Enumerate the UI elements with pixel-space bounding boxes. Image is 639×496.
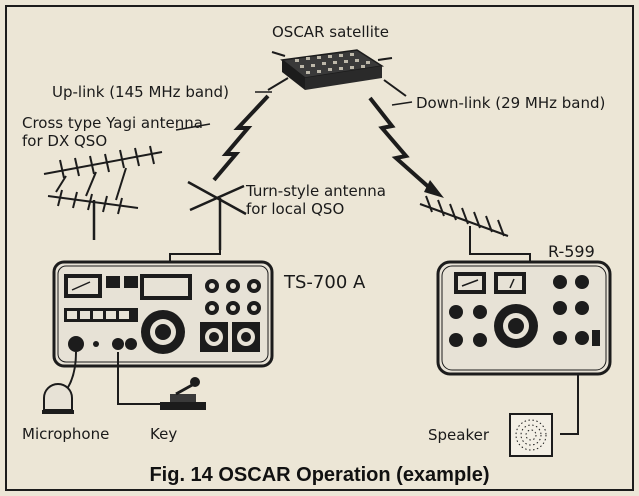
uplink-wave-icon (212, 94, 270, 182)
uplink-label: Up-link (145 MHz band) (52, 83, 229, 101)
downlink-label: Down-link (29 MHz band) (416, 94, 606, 112)
downlink-arrowhead (424, 180, 444, 198)
satellite-label: OSCAR satellite (272, 23, 389, 41)
downlink-wave-icon (368, 96, 434, 192)
downlink-leader (391, 101, 413, 106)
speaker-cable (560, 374, 579, 435)
transceiver-label: TS-700 A (284, 272, 366, 293)
receiver-label: R-599 (548, 242, 595, 261)
transceiver-icon (52, 260, 274, 368)
yagi-antenna-icon (43, 145, 163, 240)
receiver-icon (436, 260, 612, 376)
microphone-icon (42, 383, 74, 414)
turnstile-antenna-icon (169, 180, 247, 262)
turnstile-label-line1: Turn-style antenna (246, 182, 386, 200)
figure-frame (5, 5, 634, 491)
satellite-icon (267, 49, 407, 97)
turnstile-label-line2: for local QSO (246, 200, 345, 218)
speaker-icon (509, 413, 553, 457)
morse-key-icon (160, 377, 206, 410)
key-label: Key (150, 425, 178, 443)
yagi-leader (175, 123, 211, 131)
yagi-label-line1: Cross type Yagi antenna (22, 114, 203, 132)
key-cable (117, 352, 172, 405)
microphone-label: Microphone (22, 425, 110, 443)
downlink-yagi-icon (419, 195, 531, 262)
figure-caption: Fig. 14 OSCAR Operation (example) (149, 464, 490, 486)
yagi-label-line2: for DX QSO (22, 132, 108, 150)
speaker-label: Speaker (428, 426, 490, 444)
